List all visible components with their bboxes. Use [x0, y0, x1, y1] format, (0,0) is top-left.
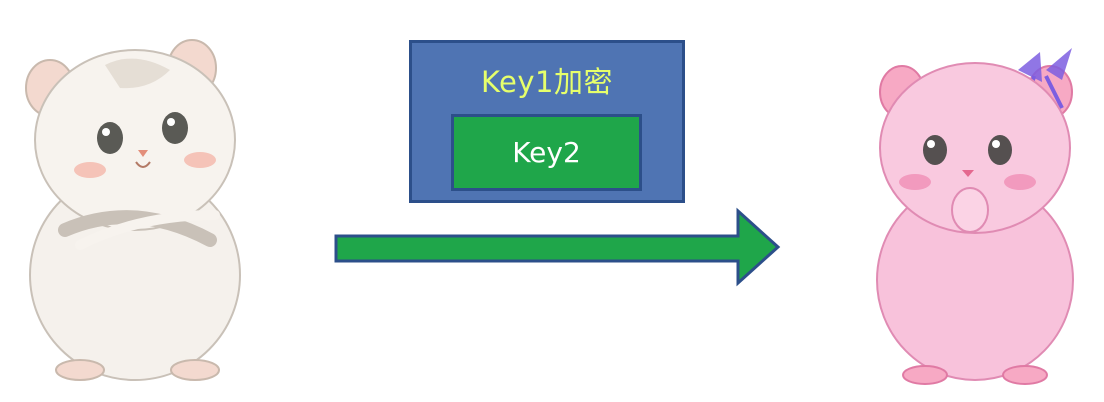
- key1-encryption-label: Key1加密: [480, 65, 614, 99]
- key2-box: Key2: [451, 114, 642, 191]
- hamster-white-icon: [25, 39, 241, 381]
- key1-encryption-box: Key1加密 Key2: [409, 40, 685, 203]
- key2-label: Key2: [512, 136, 581, 169]
- right-arrow-icon: [334, 207, 781, 287]
- hamster-pink-icon: [876, 48, 1074, 385]
